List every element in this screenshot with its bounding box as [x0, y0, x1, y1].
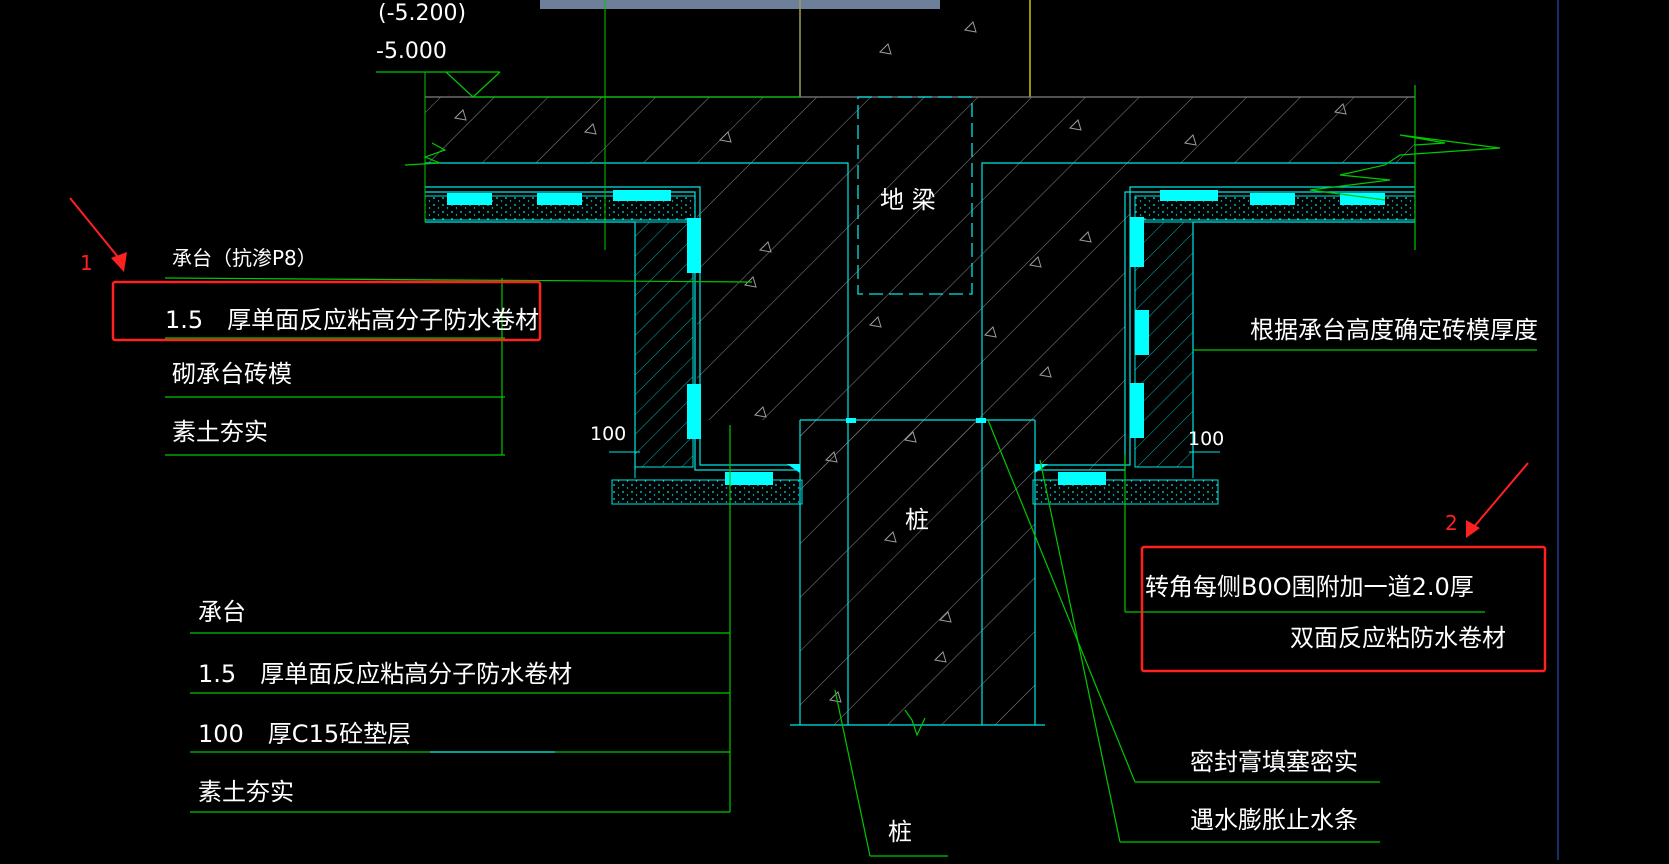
right-leader-lines — [834, 349, 1537, 857]
left-leader-lines — [164, 277, 753, 456]
right-label: 根据承台高度确定砖模厚度 — [1250, 316, 1538, 344]
aggregate-markers — [453, 21, 1347, 703]
arrow-2-head — [1466, 520, 1480, 538]
corner-note-line2: 双面反应粘防水卷材 — [1290, 624, 1506, 652]
seal-label: 密封膏填塞密实 — [1190, 748, 1358, 776]
marker-1-text: 1 — [80, 251, 93, 275]
bottom-label-1: 承台 — [198, 598, 246, 626]
arrow-1-head — [111, 252, 127, 272]
ground-beam-label: 地 梁 — [880, 186, 936, 214]
bottom-label-2: 1.5 厚单面反应粘高分子防水卷材 — [198, 660, 572, 688]
waterproof-roll-segments — [447, 190, 1385, 485]
elevation-mark: (-5.200) -5.000 — [376, 1, 800, 222]
annotation-1: 1 — [69, 197, 542, 342]
elevation-text: -5.000 — [376, 39, 447, 64]
annotation-2: 2 — [1140, 462, 1547, 673]
marker-2-text: 2 — [1445, 511, 1458, 535]
pile-bottom-label: 桩 — [888, 818, 912, 846]
elevation-top-text: (-5.200) — [378, 1, 466, 26]
guide-lines — [604, 0, 606, 250]
left-label-3: 砌承台砖模 — [172, 360, 292, 388]
dimension-left-text: 100 — [590, 423, 626, 445]
ground-beam-outline — [857, 96, 973, 295]
bottom-label-4: 素土夯实 — [198, 778, 294, 806]
waterstop-label: 遇水膨胀止水条 — [1190, 806, 1358, 834]
left-label-4: 素土夯实 — [172, 418, 268, 446]
concrete-body — [425, 0, 1415, 725]
dimension-right-text: 100 — [1188, 428, 1224, 450]
corner-note-line1: 转角每侧B0O围附加一道2.0厚 — [1145, 573, 1474, 601]
arrow-2 — [1472, 462, 1529, 529]
highlight-box-1 — [111, 280, 542, 342]
bottom-leader-lines — [190, 425, 731, 813]
column-top-bar — [540, 0, 940, 9]
brick-mould-walls — [634, 221, 1194, 468]
pile-center-label: 桩 — [905, 506, 929, 534]
left-label-1: 承台（抗渗P8） — [172, 246, 317, 270]
column-walls — [799, 0, 1031, 97]
break-symbols — [404, 85, 1501, 737]
dimension-marks — [609, 440, 1220, 478]
left-label-2: 1.5 厚单面反应粘高分子防水卷材 — [165, 306, 539, 334]
arrow-1 — [69, 197, 123, 263]
bottom-labels: 承台 1.5 厚单面反应粘高分子防水卷材 100 厚C15砼垫层 素土夯实 — [198, 598, 572, 806]
left-labels: 承台（抗渗P8） 1.5 厚单面反应粘高分子防水卷材 砌承台砖模 素土夯实 — [165, 246, 539, 446]
bottom-label-3: 100 厚C15砼垫层 — [198, 720, 411, 748]
highlight-box-2 — [1140, 545, 1547, 673]
